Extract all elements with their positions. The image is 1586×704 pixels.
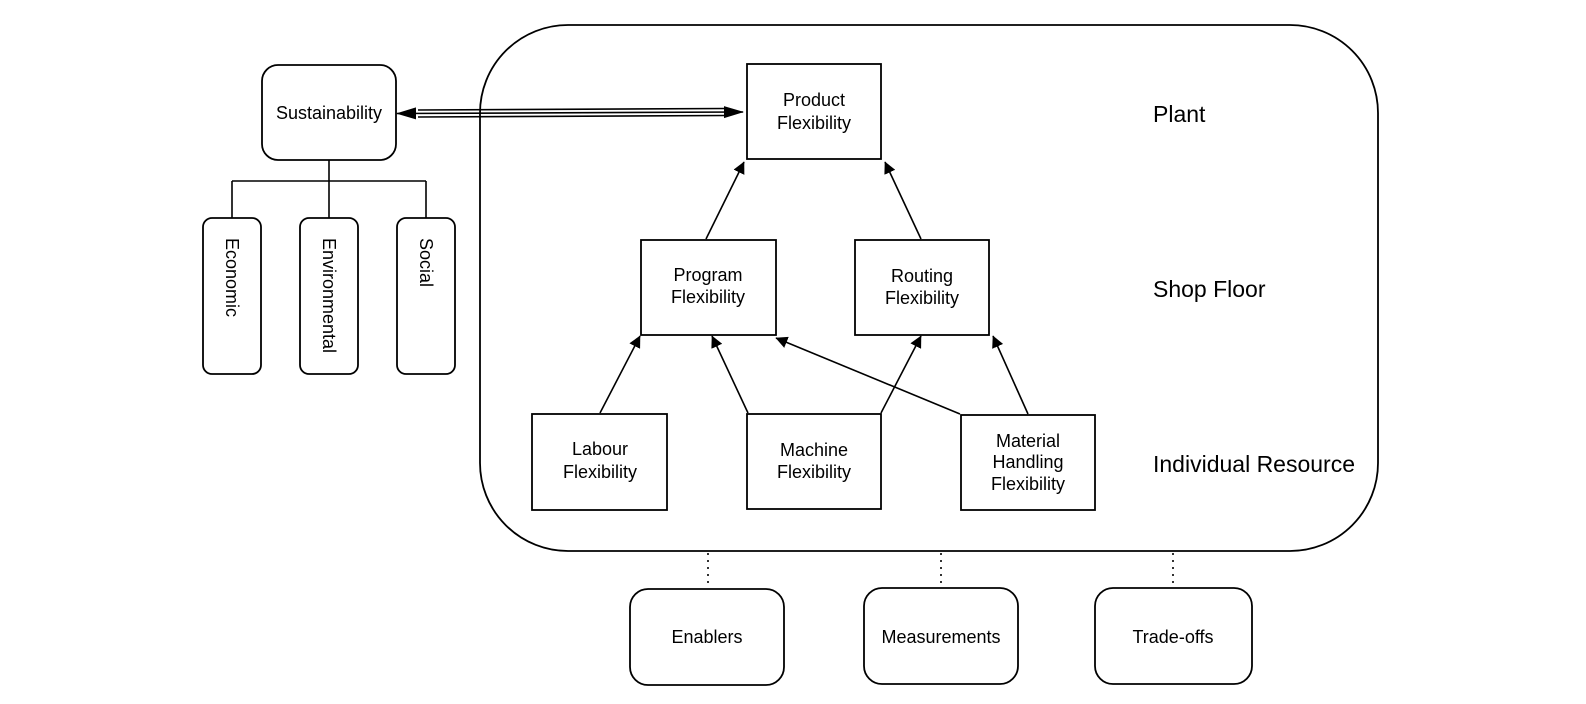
- program-flexibility-node: Program Flexibility: [640, 239, 777, 336]
- pillar-social-label: Social: [416, 238, 436, 287]
- labour-flexibility-line-2: Flexibility: [563, 462, 637, 482]
- aspect-enablers-node: Enablers: [629, 588, 785, 686]
- aspect-enablers-label: Enablers: [671, 627, 742, 647]
- pillar-environmental-label: Environmental: [319, 238, 339, 353]
- arrow-material-to-program: [775, 336, 961, 415]
- aspect-tradeoffs-node: Trade-offs: [1094, 587, 1253, 685]
- arrow-machine-to-program: [711, 335, 749, 414]
- sustainability-node: Sustainability: [261, 64, 397, 161]
- flexibility-arrows: [599, 161, 1029, 415]
- sustainability-tree-connectors: [231, 160, 427, 218]
- labour-flexibility-node: Labour Flexibility: [531, 413, 668, 511]
- arrow-routing-to-product: [884, 161, 922, 240]
- level-label-individual-resource: Individual Resource: [1153, 451, 1355, 477]
- product-flexibility-line-1: Product: [783, 90, 845, 110]
- arrow-machine-to-routing: [880, 335, 922, 414]
- machine-flexibility-node: Machine Flexibility: [746, 413, 882, 510]
- pillar-social: Social: [396, 217, 456, 375]
- arrow-material-to-routing: [992, 335, 1029, 415]
- routing-flexibility-line-1: Routing: [891, 266, 953, 286]
- program-flexibility-line-1: Program: [673, 265, 742, 285]
- machine-flexibility-line-1: Machine: [780, 440, 848, 460]
- labour-flexibility-line-1: Labour: [572, 439, 628, 459]
- level-label-shop-floor: Shop Floor: [1153, 276, 1266, 302]
- product-flexibility-node: Product Flexibility: [746, 63, 882, 160]
- arrow-program-to-product: [705, 161, 745, 240]
- material-handling-line-2: Handling: [992, 452, 1063, 472]
- product-flexibility-line-2: Flexibility: [777, 113, 851, 133]
- aspect-tradeoffs-label: Trade-offs: [1132, 627, 1213, 647]
- routing-flexibility-node: Routing Flexibility: [854, 239, 990, 336]
- arrow-labour-to-program: [599, 335, 641, 414]
- routing-flexibility-line-2: Flexibility: [885, 288, 959, 308]
- pillar-economic-label: Economic: [222, 238, 242, 317]
- aspect-measurements-label: Measurements: [881, 627, 1000, 647]
- program-flexibility-line-2: Flexibility: [671, 287, 745, 307]
- aspect-measurements-node: Measurements: [863, 587, 1019, 685]
- material-handling-line-1: Material: [996, 431, 1060, 451]
- machine-flexibility-line-2: Flexibility: [777, 462, 851, 482]
- level-label-plant: Plant: [1153, 101, 1206, 127]
- pillar-environmental: Environmental: [299, 217, 359, 375]
- material-handling-line-3: Flexibility: [991, 474, 1065, 494]
- sustainability-label: Sustainability: [276, 103, 382, 123]
- aspect-connectors: [707, 553, 1174, 587]
- pillar-economic: Economic: [202, 217, 262, 375]
- sustainability-product-link: [396, 106, 744, 120]
- material-handling-flexibility-node: Material Handling Flexibility: [960, 414, 1096, 511]
